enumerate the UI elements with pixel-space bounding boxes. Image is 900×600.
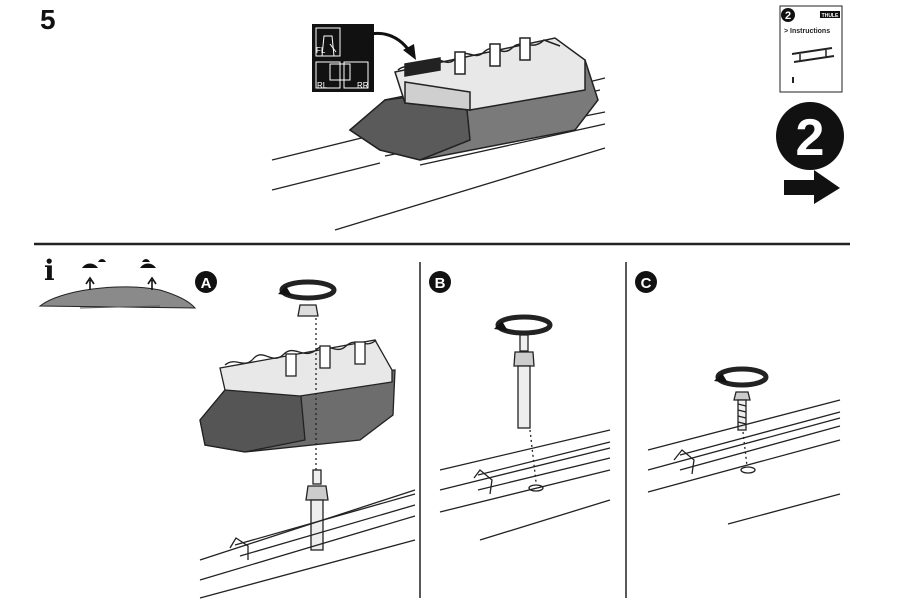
roof-cap-illustration xyxy=(38,259,197,309)
panel-b-illustration xyxy=(439,314,611,541)
next-step-number: 2 xyxy=(796,109,825,167)
foot-unit-top xyxy=(348,37,599,161)
instructions-card-brand: THULE xyxy=(822,13,839,19)
panel-b-badge xyxy=(429,271,451,293)
label-rear-left: RL xyxy=(317,81,328,90)
panel-c-letter: C xyxy=(641,275,652,292)
step-number: 5 xyxy=(40,4,56,35)
panel-a-illustration xyxy=(199,279,416,599)
instructions-card-title: > Instructions xyxy=(784,28,830,35)
panel-a-badge xyxy=(195,271,217,293)
panel-c-illustration xyxy=(647,366,841,525)
panel-b-letter: B xyxy=(435,275,446,292)
insert-arrowhead xyxy=(403,44,416,60)
label-front-left: FL xyxy=(316,46,326,55)
position-diagram: FL RL RR xyxy=(312,24,374,92)
info-icon: i xyxy=(44,254,55,287)
next-step-badge xyxy=(776,102,844,170)
instructions-card: 2 THULE > Instructions xyxy=(779,5,843,93)
panel-a-letter: A xyxy=(201,275,212,292)
panel-c-badge xyxy=(635,271,657,293)
instructions-card-number: 2 xyxy=(785,10,791,22)
label-rear-right: RR xyxy=(357,81,369,90)
right-arrow-icon xyxy=(784,170,840,204)
